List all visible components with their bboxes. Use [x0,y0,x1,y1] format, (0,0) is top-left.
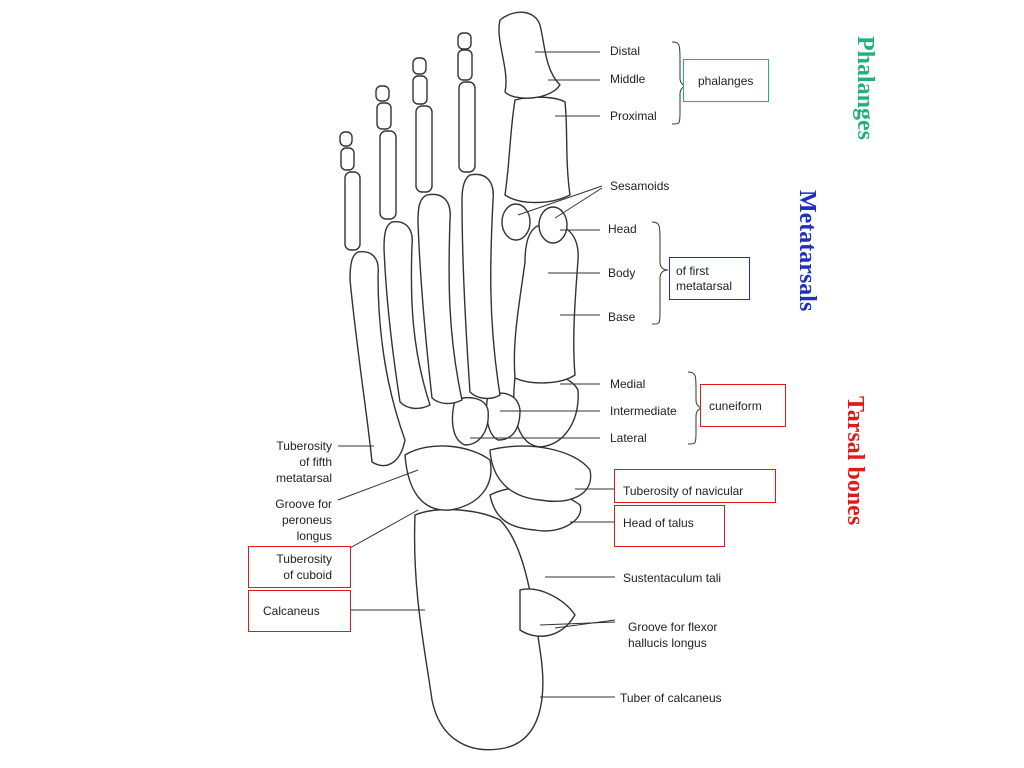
first-metatarsal [513,223,579,384]
second-metatarsal [461,173,501,400]
toe3-distal [412,57,427,75]
label-groove-flexor-2: hallucis longus [628,636,707,650]
toe5-middle [340,147,355,171]
tuberosity-cuboid-box: Tuberosity of cuboid [248,546,351,588]
label-distal: Distal [610,44,641,58]
toe4-proximal [379,130,397,220]
label-tuber-calcaneus: Tuber of calcaneus [620,691,722,705]
fifth-metatarsal [349,251,406,467]
toe2-middle [457,49,473,81]
intermediate-cuneiform [485,392,521,441]
label-body: Body [608,266,636,280]
toe5-distal [339,131,353,147]
title-metatarsals: Metatarsals [794,190,820,312]
calcaneus-box: Calcaneus [248,590,351,632]
cuboid-bone [404,445,492,511]
great-toe-proximal-phalanx [504,96,571,204]
label-proximal: Proximal [610,109,657,123]
toe5-proximal [344,171,361,251]
first-metatarsal-box: of first metatarsal [669,257,750,300]
fourth-metatarsal [383,221,431,410]
toe3-proximal [415,105,433,193]
label-sustentaculum: Sustentaculum tali [623,571,722,585]
label-groove-peroneus-1: Groove for [275,497,332,511]
label-lateral: Lateral [610,431,647,445]
label-sesamoids: Sesamoids [610,179,670,193]
label-groove-peroneus-3: longus [296,529,332,543]
tuberosity-navicular-box: Tuberosity of navicular [614,469,776,503]
toe2-distal [457,32,472,50]
title-tarsal-bones: Tarsal bones [842,396,868,526]
toe4-middle [376,102,392,130]
toe3-middle [412,75,428,105]
cuneiform-box-text: cuneiform [709,399,762,413]
label-middle: Middle [610,72,646,86]
navicular-bone [489,445,592,502]
label-groove-peroneus-2: peroneus [281,513,332,527]
first-metatarsal-line2: metatarsal [676,279,733,293]
phalanges-box: phalanges [683,59,769,102]
tuberosity-cuboid-line1: Tuberosity [276,552,332,566]
toe4-distal [375,85,390,102]
great-toe-distal-phalanx [498,11,561,99]
calcaneus-text: Calcaneus [263,604,320,618]
label-medial: Medial [610,377,646,391]
calcaneus-bone [413,508,544,751]
label-head: Head [608,222,637,236]
label-tuberosity-fifth-2: of fifth [299,455,332,469]
label-tuberosity-fifth-3: metatarsal [275,471,332,485]
title-phalanges: Phalanges [852,36,878,141]
head-of-talus-text: Head of talus [623,516,694,530]
phalanges-box-text: phalanges [698,74,754,88]
lateral-cuneiform [451,397,489,446]
head-of-talus-box: Head of talus [614,505,725,547]
label-tuberosity-fifth-1: Tuberosity [276,439,332,453]
first-metatarsal-line1: of first [676,264,709,278]
label-groove-flexor-1: Groove for flexor [628,620,718,634]
third-metatarsal [417,193,463,405]
sesamoid-lateral [501,203,531,241]
toe2-proximal [458,81,476,173]
label-intermediate: Intermediate [610,404,677,418]
tuberosity-cuboid-line2: of cuboid [283,568,332,582]
label-base: Base [608,310,636,324]
tuberosity-navicular-text: Tuberosity of navicular [623,484,744,498]
sesamoid-medial [538,206,568,244]
cuneiform-box: cuneiform [700,384,786,427]
